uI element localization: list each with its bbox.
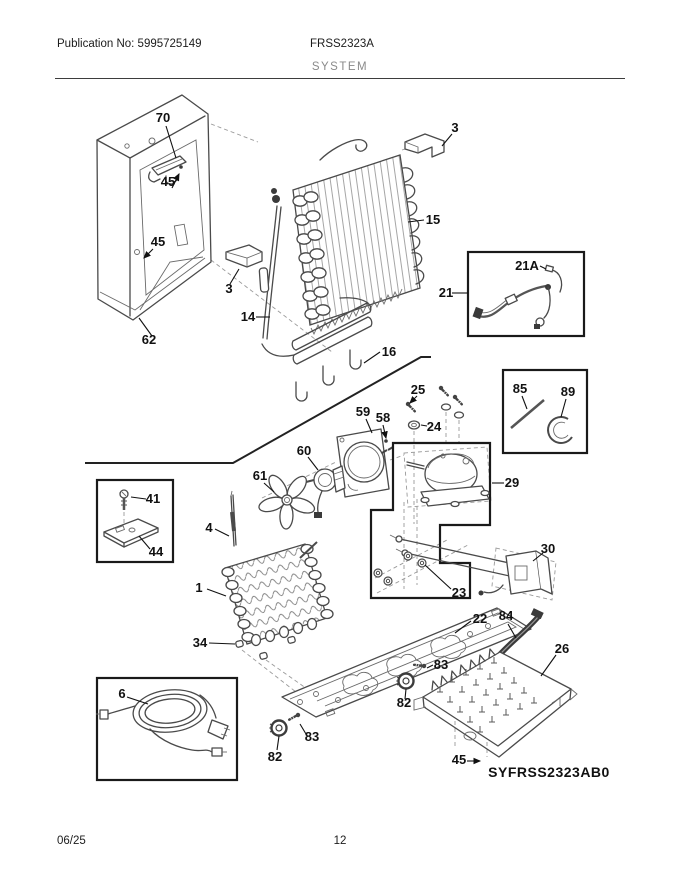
callout-41: 41 — [146, 491, 160, 506]
callout-1: 1 — [195, 580, 202, 595]
callout-34: 34 — [193, 635, 208, 650]
callout-16: 16 — [382, 344, 396, 359]
callout-45-mid: 45 — [151, 234, 165, 249]
drier-part — [230, 490, 237, 547]
compressor-region-outline — [369, 441, 492, 600]
model-number: FRSS2323A — [310, 38, 374, 50]
callout-21: 21 — [439, 285, 453, 300]
fan-motor-part — [305, 465, 346, 518]
evaporator-coil-part — [292, 154, 425, 336]
condenser-coil-part — [221, 541, 334, 647]
heater-inset-box — [501, 368, 589, 455]
callout-25: 25 — [411, 382, 425, 397]
suction-tube-part — [258, 139, 368, 340]
fan-blade-part — [258, 474, 316, 530]
callout-82-right: 82 — [397, 695, 411, 710]
mounting-plate-part — [281, 607, 532, 718]
condenser-grommets — [235, 635, 296, 660]
callout-83-right: 83 — [434, 657, 448, 672]
callout-3-left: 3 — [225, 281, 232, 296]
header-rule — [55, 78, 625, 79]
callout-4: 4 — [205, 520, 213, 535]
callout-44: 44 — [149, 544, 164, 559]
section-separator-line — [85, 356, 431, 464]
callout-21A: 21A — [515, 258, 539, 273]
callout-59: 59 — [356, 404, 370, 419]
power-cord-inset-box — [95, 676, 239, 782]
compressor-mount-hardware — [403, 384, 465, 430]
publication-number: Publication No: 5995725149 — [57, 38, 202, 50]
callout-45-bottom: 45 — [452, 752, 466, 767]
callout-24: 24 — [427, 419, 442, 434]
callout-82-left: 82 — [268, 749, 282, 764]
foam-block-right-part — [404, 133, 445, 158]
water-valve-part — [389, 534, 553, 596]
callout-labels: 70 45 45 62 3 14 15 3 16 21 21A 85 89 25… — [118, 110, 609, 780]
diagram-code: SYFRSS2323AB0 — [488, 764, 610, 780]
callout-29: 29 — [505, 475, 519, 490]
callout-85: 85 — [513, 381, 527, 396]
bracket-inset-box — [95, 478, 175, 564]
callout-58: 58 — [376, 410, 390, 425]
section-title: SYSTEM — [311, 61, 369, 73]
mount-nuts — [373, 551, 427, 586]
compressor-part — [406, 453, 490, 508]
callout-22: 22 — [473, 611, 487, 626]
callout-61: 61 — [253, 468, 267, 483]
evaporator-cover-part — [96, 94, 212, 321]
callout-3-right: 3 — [451, 120, 458, 135]
foam-block-left-part — [225, 244, 263, 268]
footer-date: 06/25 — [57, 835, 86, 847]
footer-page-number: 12 — [333, 835, 347, 847]
callout-23: 23 — [452, 585, 466, 600]
callout-26: 26 — [555, 641, 569, 656]
callout-70: 70 — [156, 110, 170, 125]
callout-62: 62 — [142, 332, 156, 347]
drain-pan-part — [413, 648, 578, 758]
callout-89: 89 — [561, 384, 575, 399]
serpentine-tube-part — [261, 297, 373, 402]
callout-45-top: 45 — [161, 174, 175, 189]
callout-6: 6 — [118, 686, 125, 701]
harness-inset-box — [466, 250, 586, 338]
clip-part — [148, 155, 187, 185]
callout-14: 14 — [241, 309, 256, 324]
callout-15: 15 — [426, 212, 440, 227]
callout-60: 60 — [297, 443, 311, 458]
callout-83-left: 83 — [305, 729, 319, 744]
callout-84: 84 — [499, 608, 514, 623]
callout-30: 30 — [541, 541, 555, 556]
leader-lines — [126, 125, 567, 765]
